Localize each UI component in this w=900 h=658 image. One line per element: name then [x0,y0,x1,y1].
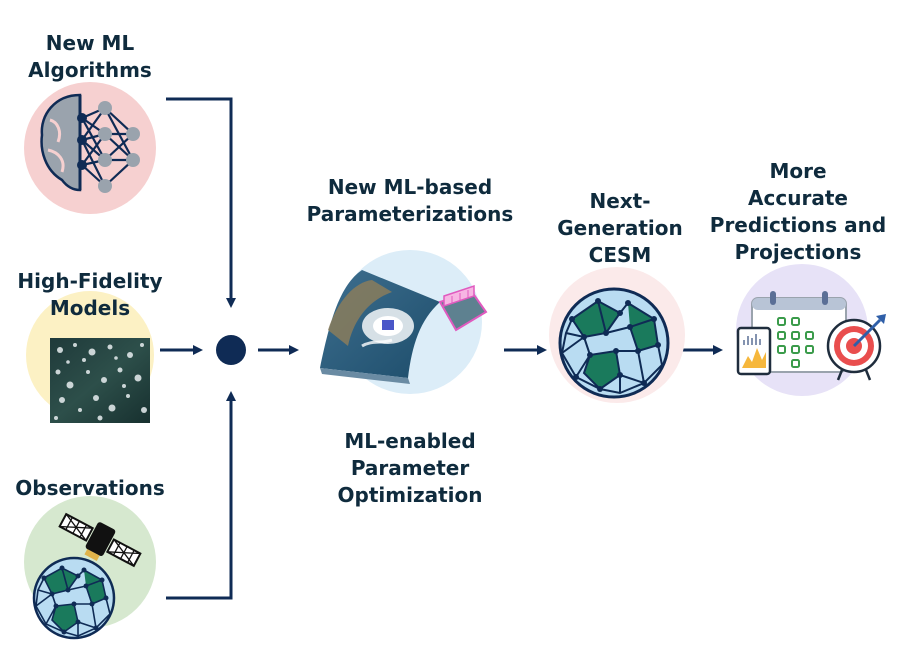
satellite-icon [58,512,142,568]
target-icon [826,314,886,381]
calendar-icon [751,291,847,373]
input-arrows [160,97,723,600]
label-new-ml-algorithms: New ML Algorithms [28,31,152,82]
label-high-fidelity-models: High-Fidelity Models [17,269,163,320]
hurricane-grid-icon [320,270,488,384]
label-ml-enabled-optimization: ML-enabled Parameter Optimization [337,429,483,507]
ml-algorithms-node [24,82,156,214]
label-next-generation-cesm: Next- Generation CESM [557,189,683,267]
cesm-node [549,267,685,403]
parameterization-node [320,250,488,394]
junction-node [216,335,246,365]
arrow-observations-to-junction [166,391,236,600]
high-fidelity-node [26,291,154,423]
label-observations: Observations [15,476,165,500]
cloud-image-icon [50,338,150,423]
observations-node [24,496,156,640]
globe-mesh-icon [558,287,670,399]
arrow-algorithms-to-junction [166,97,236,308]
predictions-node [736,264,886,396]
globe-mesh-icon [32,556,116,640]
brain-network-icon [40,93,140,193]
label-more-accurate-predictions: More Accurate Predictions and Projection… [709,159,887,264]
chart-icon [736,326,772,376]
label-new-ml-parameterizations: New ML-based Parameterizations [306,175,514,226]
